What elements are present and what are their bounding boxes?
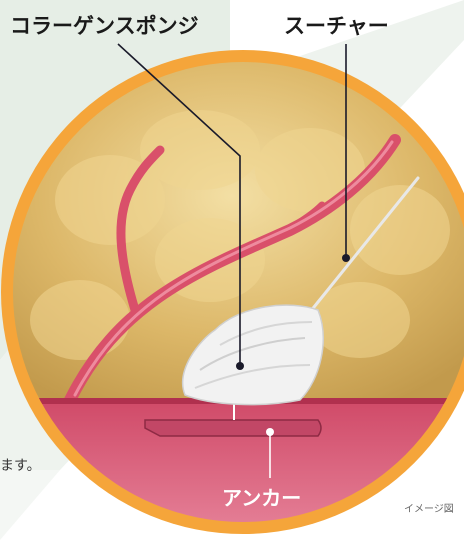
image-note: イメージ図 <box>404 500 454 515</box>
sponge-label: コラーゲンスポンジ <box>10 10 199 40</box>
suture-label: スーチャー <box>284 10 389 40</box>
anchor-label: アンカー <box>222 482 301 511</box>
body-text-fragment: ます。 <box>0 455 41 475</box>
